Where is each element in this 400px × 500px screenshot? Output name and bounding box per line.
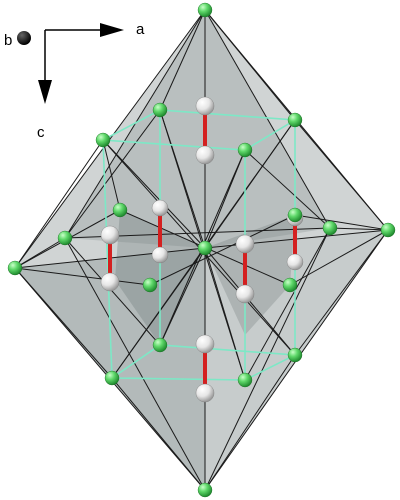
octahedron-edge [14,267,113,379]
octahedron-edge [14,139,104,269]
octahedron-edge [204,354,296,491]
metal-atom [237,372,253,388]
octahedron-edge [159,109,206,249]
hydrogen-atom [195,383,215,403]
octahedron-edge [204,227,331,491]
hydrogen-atom [195,145,215,165]
hydrogen-atom [195,334,215,354]
metal-atom [95,132,111,148]
metal-atom [282,277,298,293]
unit-cell-edge [102,139,113,379]
axis-indicator [17,23,124,104]
octahedron-edge [111,247,206,379]
hydrogen-atom [286,253,304,271]
octahedron-edge [64,237,206,491]
octahedron-edge [294,229,389,356]
octahedron-edge [294,214,389,231]
metal-atom [104,370,120,386]
hydrogen-atom [195,96,215,116]
octahedron-edge [102,139,121,211]
hydrogen-atom [235,284,255,304]
metal-atoms [7,2,396,498]
octahedron-edge [244,227,331,381]
octahedron-edge [64,109,161,239]
octahedron-edge [102,139,206,249]
axis-c-arrowhead [38,80,52,104]
hydrogen-atom [100,272,120,292]
octahedron-face [65,10,330,248]
octahedron-edge [159,9,206,111]
octahedron-edge [111,377,206,491]
hydrogen-atoms [100,96,304,403]
metal-atom [287,207,303,223]
octahedron-edge [204,9,296,121]
hydrogen-atom [151,246,169,264]
axis-label-a: a [136,21,145,38]
octahedron-edge [329,227,389,231]
octahedron-edge [149,214,296,286]
octahedron-edge [244,149,331,229]
hydrogen-atom [151,199,169,217]
metal-atom [287,347,303,363]
metal-atom [237,142,253,158]
axis-label-b: b [4,32,13,49]
metal-atom [142,277,158,293]
axis-a-arrowhead [100,23,124,37]
hydrogen-atom [235,234,255,254]
metal-atom [197,240,213,256]
axis-b-dot-icon [17,31,31,45]
octahedron-face [15,248,205,490]
hydrogen-atom [100,225,120,245]
octahedron-edge [159,247,206,346]
octahedron-face [205,215,295,335]
octahedron-edge [204,149,246,249]
octahedron-edge [14,267,151,286]
metal-atom [152,102,168,118]
metal-atom [197,2,213,18]
octahedron-edge [294,119,389,231]
axis-label-c: c [37,124,45,141]
octahedron-edge [204,119,296,249]
octahedron-edge [204,247,246,381]
octahedron-edge [289,229,389,286]
metal-atom [152,337,168,353]
metal-atom [322,220,338,236]
metal-atom [197,482,213,498]
octahedron-edge [204,9,331,229]
octahedron-edge [64,237,161,346]
metal-atom [7,260,23,276]
metal-atom [112,202,128,218]
metal-atom [57,230,73,246]
metal-atom [287,112,303,128]
metal-atom [380,222,396,238]
